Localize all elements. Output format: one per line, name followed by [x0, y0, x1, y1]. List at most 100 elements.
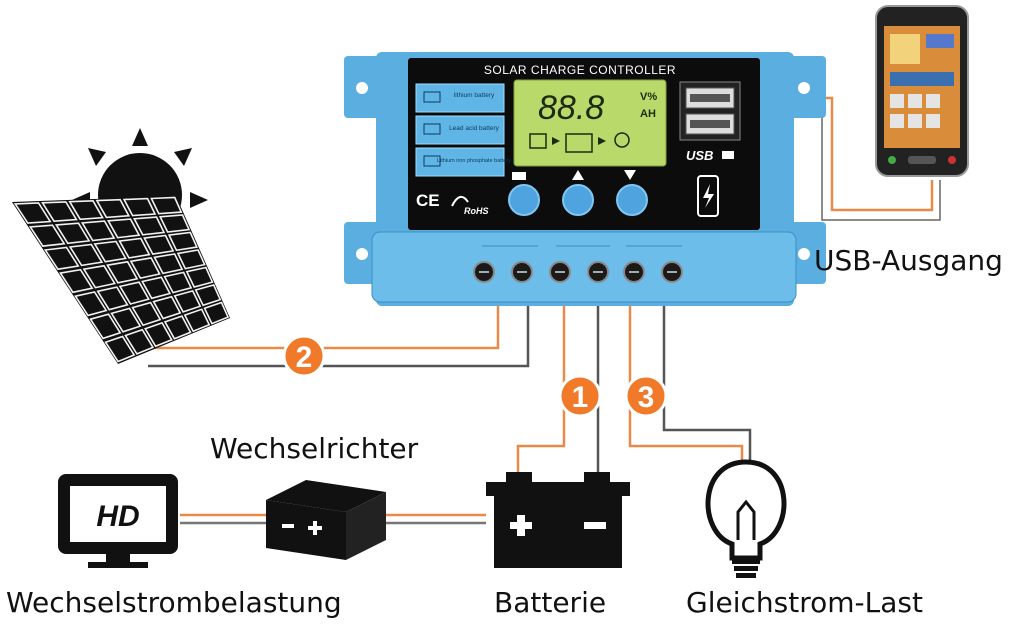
lcd-unit-top: V%: [640, 91, 657, 103]
phone-charge-icon: [697, 175, 719, 217]
hd-label: HD: [96, 500, 139, 533]
solar-cell: [141, 276, 172, 300]
battery-type-lithium: lithium battery: [454, 92, 495, 99]
lcd-battery-icon: [565, 133, 593, 153]
hd-monitor-icon: HD: [58, 474, 178, 568]
smartphone-icon: [875, 5, 969, 177]
dc-load-label: Gleichstrom-Last: [686, 586, 923, 619]
lcd-unit-bottom: AH: [640, 108, 656, 120]
step-badge-1: [558, 374, 602, 418]
solar-cell: [118, 281, 150, 305]
step-badge-2: [282, 334, 326, 378]
solar-cell: [167, 231, 198, 252]
solar-cell: [144, 321, 173, 348]
solar-cell: [41, 201, 78, 223]
solar-cell: [152, 295, 182, 320]
solar-cell: [93, 240, 127, 263]
lcd-bulb-icon: [614, 132, 630, 148]
solar-cell: [106, 218, 141, 239]
solar-cell: [68, 243, 104, 267]
solar-cell: [150, 196, 183, 215]
solar-cell: [59, 268, 94, 294]
solar-cell: [124, 328, 155, 355]
load-wire-orange: [628, 288, 744, 462]
menu-icon: [512, 172, 526, 180]
usb-output-label: USB-Ausgang: [814, 244, 1003, 277]
down-button[interactable]: [616, 184, 648, 216]
menu-button[interactable]: [508, 184, 540, 216]
battery-type-lifepo: Lithium iron phosphate battery: [437, 158, 511, 164]
solar-cell: [28, 224, 66, 247]
battery-type-lead-acid: Lead acid battery: [449, 125, 500, 132]
solar-cell: [118, 237, 151, 259]
charge-controller: SOLAR CHARGE CONTROLLER lithium battery …: [344, 52, 826, 306]
battery-type-labels: lithium battery Lead acid battery Lithiu…: [415, 83, 511, 177]
solar-cell: [131, 301, 162, 327]
step-badge-3: [624, 374, 668, 418]
lcd-display: 88.8 V% AH: [513, 79, 667, 167]
inverter-icon: [266, 480, 386, 560]
solar-cell: [176, 249, 206, 270]
solar-cell: [158, 214, 191, 233]
solar-cell: [183, 308, 211, 333]
step-badge-1-text: 1: [572, 381, 589, 414]
ac-load-label: Wechselstrombelastung: [6, 586, 342, 619]
terminal-block: [371, 231, 797, 303]
solar-cell: [203, 301, 230, 325]
lcd-arrow-icon-2: [598, 137, 606, 145]
up-button[interactable]: [562, 184, 594, 216]
load-wire-gray: [662, 288, 752, 462]
solar-cell: [106, 260, 139, 284]
rohs-mark: RoHS: [464, 206, 489, 216]
step-badges: 2 1 3: [282, 334, 668, 418]
solar-cell: [153, 253, 184, 275]
solar-cell: [194, 284, 222, 307]
inverter-label: Wechselrichter: [210, 432, 419, 465]
solar-wire-orange: [140, 288, 500, 350]
solar-cell: [110, 307, 142, 333]
battery-label: Batterie: [494, 586, 607, 619]
solar-cell: [95, 198, 131, 219]
usb-ports: USB: [679, 81, 741, 163]
lcd-solar-icon: [529, 133, 547, 149]
solar-cell: [89, 313, 122, 340]
step-badge-2-text: 2: [296, 341, 313, 374]
solar-cell: [163, 271, 193, 294]
solar-panel-cells: [13, 196, 230, 363]
solar-cell: [74, 291, 108, 317]
up-arrow-icon: [572, 170, 584, 180]
solar-wire-gray: [148, 288, 530, 368]
solar-cell: [82, 264, 116, 289]
solar-cell: [54, 222, 91, 245]
solar-cell: [104, 335, 136, 363]
usb-label: USB: [686, 148, 713, 163]
battery-icon: [486, 472, 630, 568]
lcd-arrow-icon: [552, 137, 560, 145]
solar-cell: [143, 234, 175, 255]
lcd-digits: 88.8: [538, 89, 604, 127]
solar-cell: [173, 289, 202, 313]
solar-cell: [43, 246, 80, 271]
solar-cell: [96, 286, 129, 311]
solar-cell: [80, 220, 116, 242]
solar-cell: [122, 197, 157, 217]
solar-cell: [13, 202, 52, 224]
light-bulb-icon: [705, 459, 787, 578]
solar-panel-icon: [12, 196, 230, 364]
solar-cell: [68, 199, 104, 221]
solar-cell: [133, 216, 166, 236]
controller-title: SOLAR CHARGE CONTROLLER: [484, 63, 676, 77]
step-badge-3-text: 3: [638, 381, 655, 414]
ce-mark: CE: [416, 191, 440, 210]
rohs-leaf-icon: [451, 195, 469, 207]
solar-cell: [185, 266, 214, 288]
wires: [140, 96, 941, 525]
controller-buttons: [508, 170, 719, 217]
terminal-screws: [473, 261, 683, 283]
solar-cell: [163, 315, 192, 340]
down-arrow-icon: [624, 170, 636, 180]
battery-wire-orange: [516, 288, 566, 472]
solar-cell: [129, 257, 161, 280]
